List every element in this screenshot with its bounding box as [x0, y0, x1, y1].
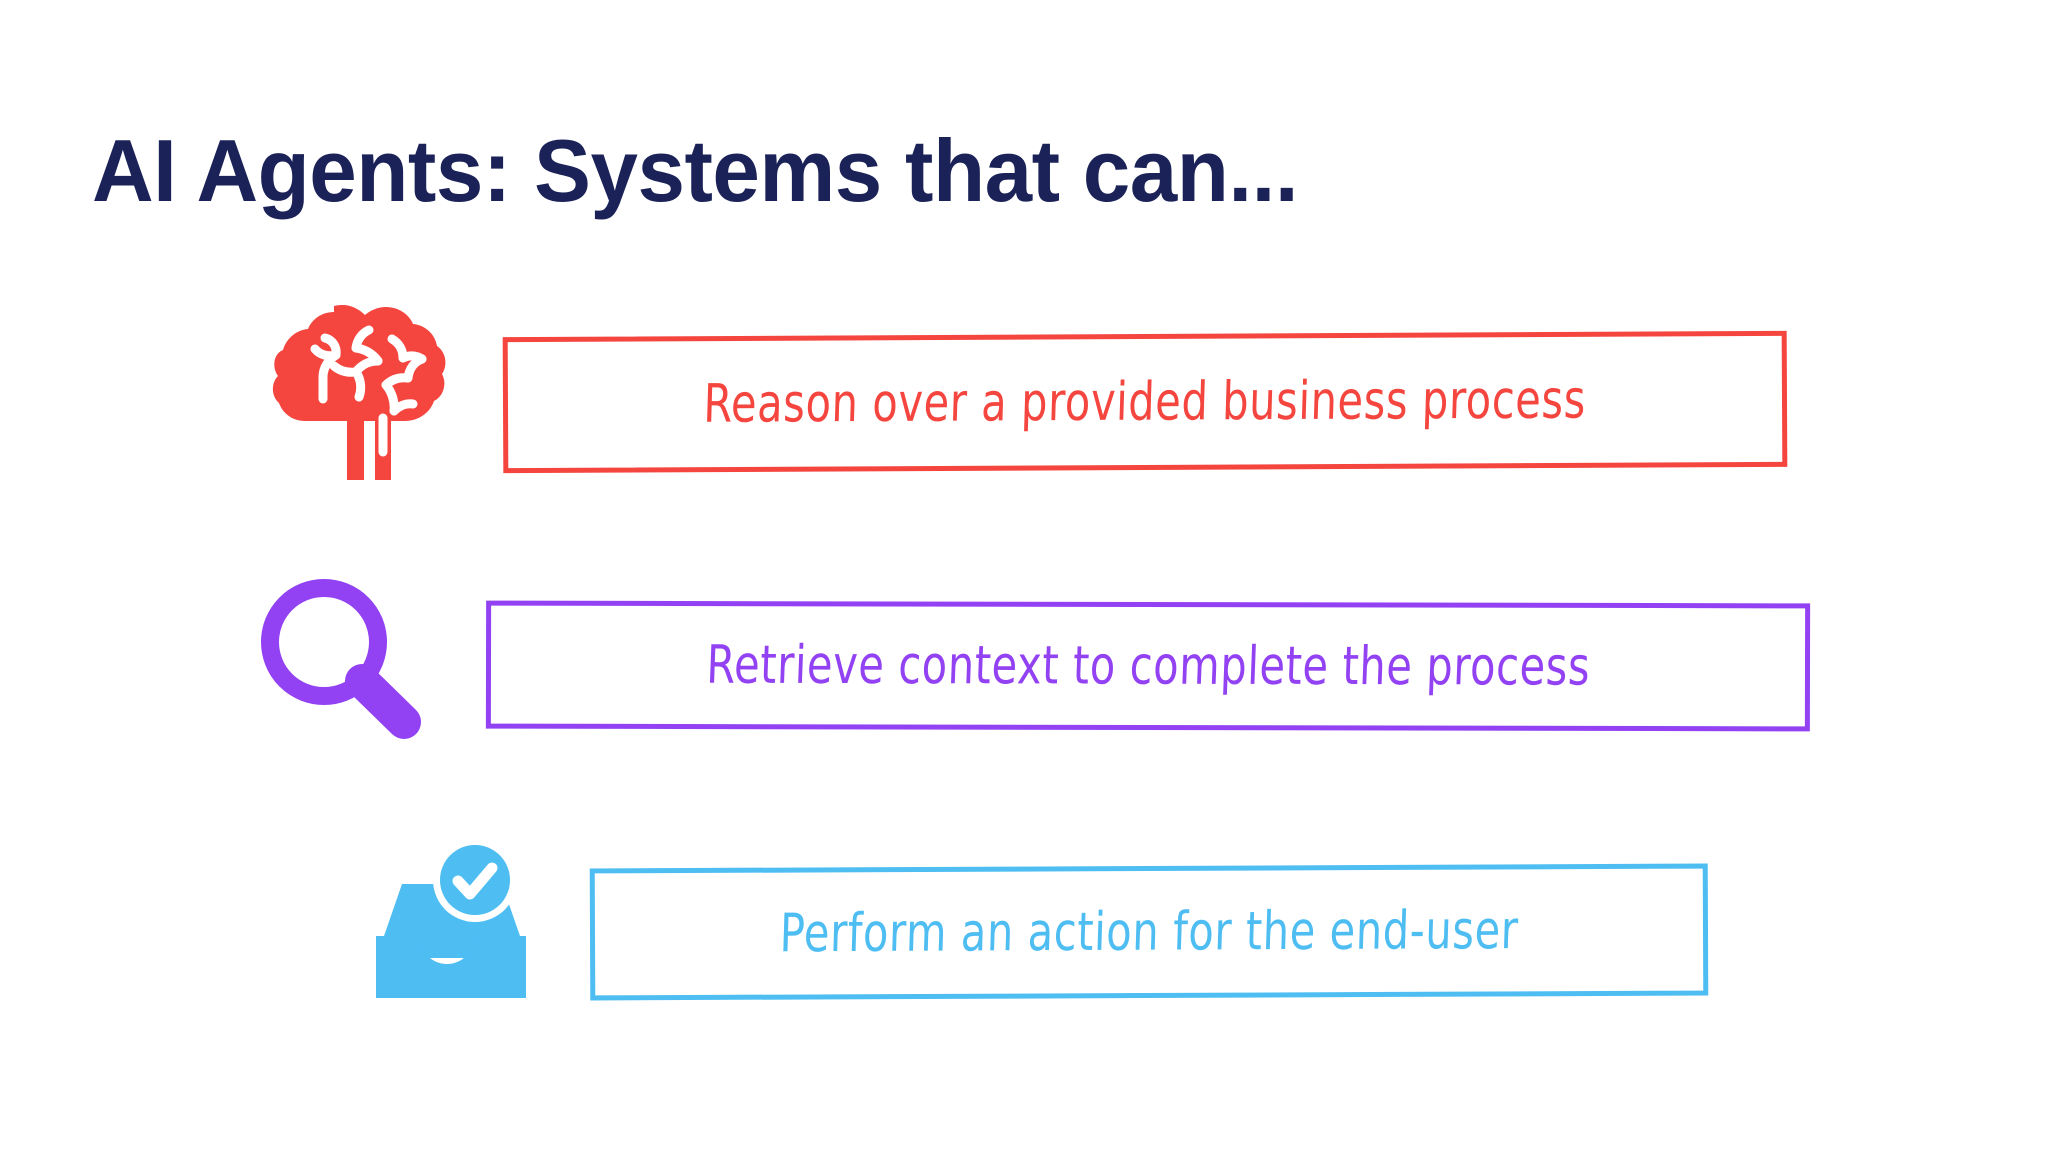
callout-perform-text: Perform an action for the end-user: [778, 898, 1520, 964]
callout-retrieve-text: Retrieve context to complete the process: [704, 633, 1592, 698]
callout-reason[interactable]: Reason over a provided business process: [502, 330, 1788, 474]
page-title: AI Agents: Systems that can...: [92, 120, 1299, 220]
callout-reason-text: Reason over a provided business process: [702, 368, 1588, 435]
brain-icon: [272, 300, 468, 482]
inbox-check-icon: [362, 840, 540, 1016]
magnifying-glass-icon: [252, 572, 436, 752]
callout-perform[interactable]: Perform an action for the end-user: [589, 863, 1709, 1001]
callout-retrieve[interactable]: Retrieve context to complete the process: [485, 600, 1811, 732]
